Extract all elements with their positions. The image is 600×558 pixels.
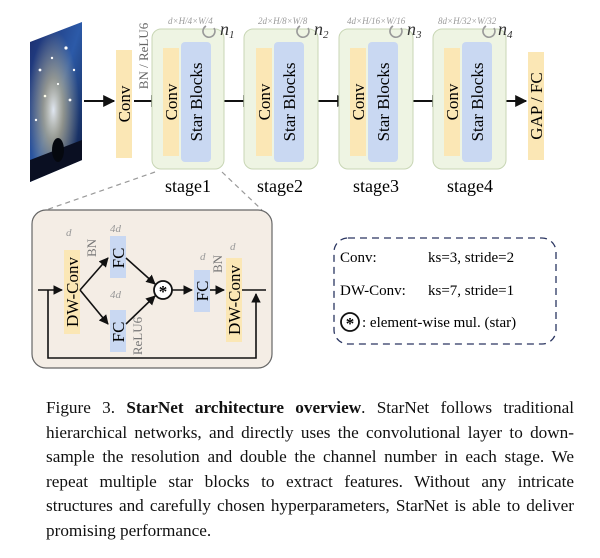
fc1-dim: 4d (110, 223, 122, 235)
legend-dwconv-value: ks=7, stride=1 (428, 283, 514, 299)
stage-1-conv: Conv (162, 83, 181, 120)
bn-relu6-label: BN / ReLU6 (136, 22, 151, 89)
caption-prefix: Figure 3. (46, 398, 127, 417)
stage-4-dims: 8d×H/32×W/32 (438, 16, 497, 26)
star-block-detail: DW-Conv BN d FC 4d FC 4d ReLU6 * FC d BN… (31, 209, 273, 369)
stage-1-dims: d×H/4×W/4 (168, 16, 213, 26)
caption-title: StarNet architecture overview (126, 398, 362, 417)
input-image (30, 22, 82, 182)
stage-1: Conv Star Blocks d×H/4×W/4 n1 stage1 (151, 16, 235, 196)
gap-fc-label: GAP / FC (527, 72, 546, 139)
stage-2-conv: Conv (255, 83, 274, 120)
starnet-diagram: Conv BN / ReLU6 Conv Star Blocks d×H/4×W… (30, 16, 557, 369)
stage-3-conv: Conv (349, 83, 368, 120)
stage-2-repeat: n2 (314, 19, 329, 41)
stage-3-repeat: n3 (407, 19, 422, 41)
stage-2: Conv Star Blocks 2d×H/8×W/8 n2 stage2 (243, 16, 329, 196)
stage-4: Conv Star Blocks 8d×H/32×W/32 n4 stage4 (432, 16, 513, 196)
stage-3-dims: 4d×H/16×W/16 (347, 16, 406, 26)
stage-4-repeat: n4 (498, 19, 513, 41)
bn1-label: BN (84, 238, 99, 257)
stage-3: Conv Star Blocks 4d×H/16×W/16 n3 stage3 (338, 16, 422, 196)
relu6-label: ReLU6 (130, 316, 145, 355)
legend-star-value: : element-wise mul. (star) (362, 315, 516, 331)
repeat-icon (482, 25, 496, 39)
legend: Conv: ks=3, stride=2 DW-Conv: ks=7, stri… (333, 237, 557, 345)
fc2-label: FC (109, 322, 128, 343)
legend-conv-key: Conv: (340, 250, 377, 266)
fc1-label: FC (109, 248, 128, 269)
stage-3-label: stage3 (353, 176, 399, 196)
repeat-icon (389, 25, 403, 39)
legend-star-icon (340, 312, 360, 332)
repeat-icon (296, 25, 310, 39)
fc2-dim: 4d (110, 289, 122, 301)
bn2-label: BN (210, 254, 225, 273)
input-conv-block (116, 50, 132, 158)
dwconv1-dim: d (66, 227, 72, 239)
legend-star-symbol: * (346, 314, 355, 333)
legend-conv-value: ks=3, stride=2 (428, 250, 514, 266)
stage-1-star-blocks: Star Blocks (187, 63, 206, 142)
gap-fc-block (528, 52, 544, 160)
stage-1-label: stage1 (165, 176, 211, 196)
stage-4-conv: Conv (443, 83, 462, 120)
caption-body: . StarNet follows traditional hierarchic… (46, 398, 574, 540)
stage-4-star-blocks: Star Blocks (468, 63, 487, 142)
figure-caption: Figure 3. StarNet architecture overview.… (46, 396, 574, 544)
stage-2-dims: 2d×H/8×W/8 (258, 16, 308, 26)
dwconv2-label: DW-Conv (225, 265, 244, 335)
dwconv1-label: DW-Conv (63, 257, 82, 327)
stage-3-star-blocks: Star Blocks (374, 63, 393, 142)
fc3-label: FC (193, 281, 212, 302)
stage-1-repeat: n1 (220, 19, 235, 41)
repeat-icon (202, 25, 216, 39)
stage-2-star-blocks: Star Blocks (280, 63, 299, 142)
input-conv-label: Conv (115, 85, 134, 122)
legend-dwconv-key: DW-Conv: (340, 283, 406, 299)
dwconv2-dim: d (230, 241, 236, 253)
stage-4-label: stage4 (447, 176, 493, 196)
fc3-dim: d (200, 251, 206, 263)
star-op-symbol: * (159, 282, 168, 301)
stage-2-label: stage2 (257, 176, 303, 196)
